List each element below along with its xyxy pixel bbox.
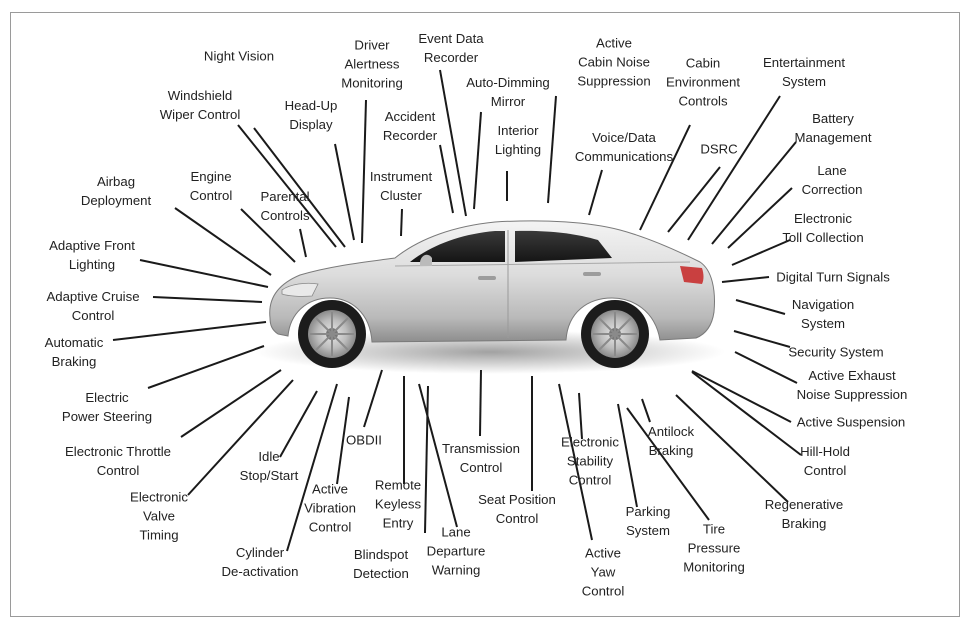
feature-label: Cylinder De-activation bbox=[221, 545, 299, 579]
feature-label: Driver Alertness Monitoring bbox=[341, 37, 403, 91]
leader-line bbox=[639, 124, 691, 231]
feature-label: Active Yaw Control bbox=[581, 545, 625, 599]
leader-line bbox=[240, 208, 296, 263]
feature-label: Idle Stop/Start bbox=[239, 449, 299, 483]
leader-line bbox=[361, 99, 367, 244]
leader-line bbox=[711, 141, 797, 245]
leader-line bbox=[675, 394, 789, 503]
leader-line bbox=[363, 369, 383, 428]
feature-label: Voice/Data Communications bbox=[574, 130, 674, 164]
leader-line bbox=[424, 385, 429, 534]
feature-label: Blindspot Detection bbox=[353, 547, 409, 581]
feature-label: Seat Position Control bbox=[478, 492, 556, 526]
leader-line bbox=[721, 276, 770, 283]
leader-line bbox=[691, 371, 802, 456]
feature-label: Electronic Toll Collection bbox=[782, 211, 864, 245]
leader-line bbox=[336, 396, 350, 485]
feature-label: Remote Keyless Entry bbox=[374, 477, 422, 531]
leader-line bbox=[400, 208, 403, 237]
leader-line bbox=[667, 166, 721, 233]
leader-line bbox=[279, 390, 318, 458]
feature-label: Instrument Cluster bbox=[369, 169, 433, 203]
feature-label: Digital Turn Signals bbox=[776, 269, 890, 285]
leader-line bbox=[147, 345, 265, 389]
leader-line bbox=[588, 169, 603, 216]
leader-line bbox=[152, 296, 263, 303]
leader-line bbox=[299, 228, 307, 258]
feature-label: DSRC bbox=[700, 141, 738, 157]
leader-line bbox=[237, 124, 337, 248]
leader-line bbox=[187, 379, 294, 496]
feature-label: Electronic Valve Timing bbox=[130, 489, 188, 543]
feature-label: Accident Recorder bbox=[382, 109, 438, 143]
feature-label: Airbag Deployment bbox=[80, 174, 152, 208]
feature-label: OBDII bbox=[346, 432, 382, 448]
feature-label: Active Vibration Control bbox=[304, 481, 356, 535]
leader-line bbox=[727, 187, 793, 249]
feature-label: Electric Power Steering bbox=[61, 390, 153, 424]
feature-label: Lane Correction bbox=[801, 163, 863, 197]
feature-label: Cabin Environment Controls bbox=[665, 55, 741, 109]
leader-line bbox=[731, 239, 791, 266]
leader-line bbox=[112, 321, 267, 341]
feature-label: Active Exhaust Noise Suppression bbox=[796, 368, 908, 402]
feature-label: Parking System bbox=[625, 504, 671, 538]
feature-label: Antilock Braking bbox=[647, 424, 695, 458]
feature-label: Adaptive Cruise Control bbox=[46, 289, 140, 323]
feature-label: Lane Departure Warning bbox=[426, 524, 486, 578]
feature-label: Security System bbox=[788, 344, 884, 360]
leader-line bbox=[641, 398, 651, 423]
feature-label: Transmission Control bbox=[442, 441, 520, 475]
leader-line bbox=[687, 95, 781, 241]
feature-label: Auto-Dimming Mirror bbox=[466, 75, 550, 109]
leader-line bbox=[439, 144, 454, 214]
leader-line bbox=[479, 369, 482, 437]
feature-label: Automatic Braking bbox=[44, 335, 104, 369]
leader-lines bbox=[112, 69, 802, 552]
feature-label: Event Data Recorder bbox=[418, 31, 484, 65]
leader-line bbox=[286, 383, 338, 552]
leader-line bbox=[139, 259, 269, 288]
leader-line bbox=[626, 407, 710, 521]
leader-line bbox=[253, 127, 346, 248]
leader-line bbox=[473, 111, 482, 210]
feature-label: Electronic Stability Control bbox=[561, 434, 619, 488]
leader-line bbox=[734, 351, 798, 384]
leader-line bbox=[735, 299, 786, 315]
leader-line bbox=[439, 69, 467, 217]
feature-label: Adaptive Front Lighting bbox=[49, 238, 135, 272]
car-illustration bbox=[255, 220, 725, 374]
leader-line bbox=[617, 403, 638, 508]
feature-label: Regenerative Braking bbox=[764, 497, 844, 531]
leader-line bbox=[733, 330, 791, 348]
feature-label: Entertainment System bbox=[762, 55, 846, 89]
feature-label: Navigation System bbox=[791, 297, 855, 331]
feature-label: Hill-Hold Control bbox=[800, 444, 850, 478]
feature-label: Engine Control bbox=[189, 169, 233, 203]
leader-line bbox=[174, 207, 272, 276]
feature-label: Interior Lighting bbox=[494, 123, 542, 157]
feature-label: Battery Management bbox=[794, 111, 872, 145]
feature-label: Night Vision bbox=[203, 48, 275, 64]
leader-line bbox=[558, 383, 593, 541]
feature-label: Tire Pressure Monitoring bbox=[683, 521, 745, 575]
feature-label: Electronic Throttle Control bbox=[64, 444, 172, 478]
feature-label: Windshield Wiper Control bbox=[159, 88, 241, 122]
feature-label: Head-Up Display bbox=[284, 98, 338, 132]
leader-line bbox=[418, 383, 458, 528]
leader-line bbox=[691, 370, 792, 423]
leader-line bbox=[547, 95, 557, 204]
feature-label: Active Cabin Noise Suppression bbox=[577, 35, 651, 89]
feature-label: Parental Controls bbox=[260, 189, 310, 223]
leader-line bbox=[180, 369, 282, 438]
leader-line bbox=[334, 143, 355, 241]
feature-label: Active Suspension bbox=[796, 414, 906, 430]
leader-line bbox=[578, 392, 583, 440]
